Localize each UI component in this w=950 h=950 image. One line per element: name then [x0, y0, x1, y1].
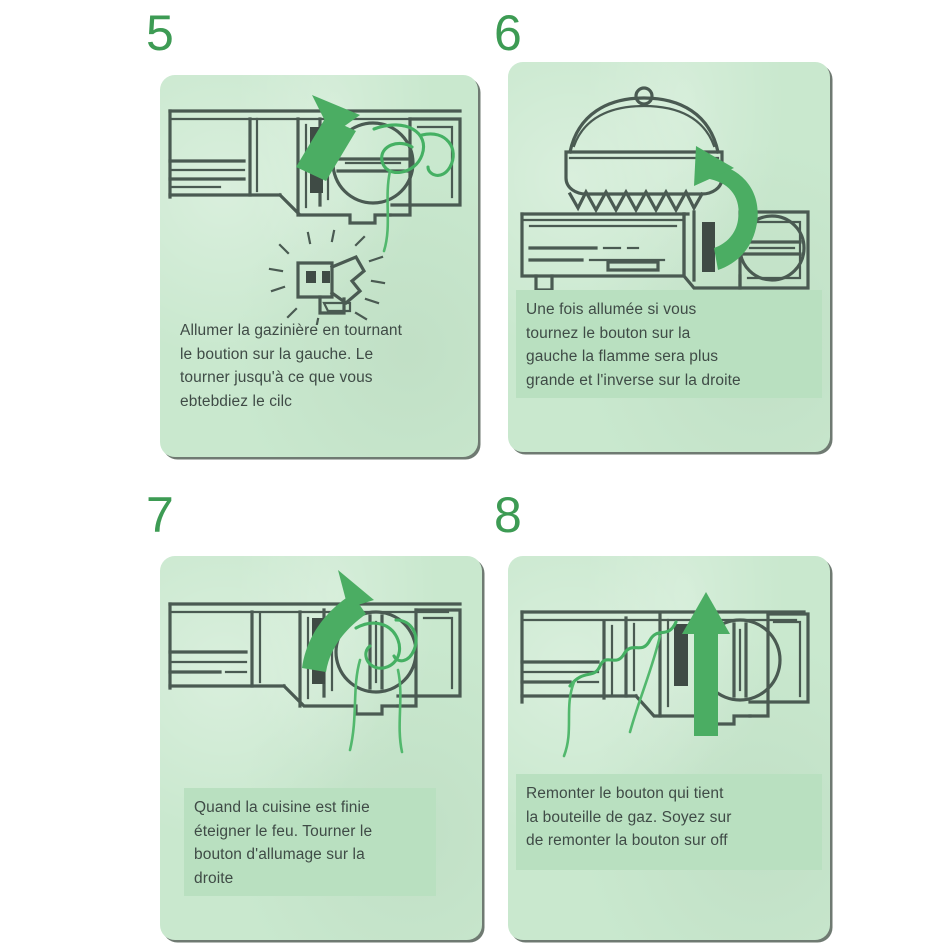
step-number-5: 5 — [146, 5, 174, 61]
illustration-step-6 — [508, 62, 830, 302]
step-number-6: 6 — [494, 5, 522, 61]
caption-step-6: Une fois allumée si vous tournez le bout… — [516, 290, 822, 398]
caption-step-7: Quand la cuisine est finie éteigner le f… — [184, 788, 436, 896]
step-panel-7: Quand la cuisine est finie éteigner le f… — [160, 556, 482, 940]
step-panel-5: Allumer la gazinière en tournant le bout… — [160, 75, 478, 457]
step-panel-8: Remonter le bouton qui tient la bouteill… — [508, 556, 830, 940]
step-number-7: 7 — [146, 487, 174, 543]
illustration-step-8 — [508, 556, 830, 776]
illustration-step-7 — [160, 556, 482, 776]
step-panel-6: Une fois allumée si vous tournez le bout… — [508, 62, 830, 452]
arrow-vertical-up — [682, 592, 730, 736]
caption-step-8: Remonter le bouton qui tient la bouteill… — [516, 774, 822, 870]
illustration-step-5 — [160, 75, 478, 325]
arrow-diagonal-up-left — [296, 95, 360, 181]
step-number-8: 8 — [494, 487, 522, 543]
arrow-curved-clockwise — [694, 146, 758, 270]
caption-step-5: Allumer la gazinière en tournant le bout… — [180, 322, 403, 410]
arrow-up-right — [302, 570, 374, 672]
spark-click-icon — [268, 229, 386, 325]
